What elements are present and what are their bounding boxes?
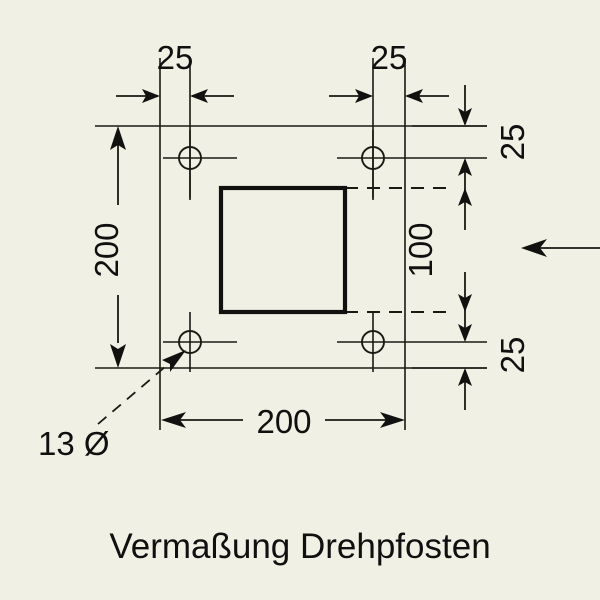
callout-hole-diameter: 13 Ø	[38, 350, 186, 462]
dim-label-top-left-25: 25	[157, 39, 194, 76]
drawing-title: Vermaßung Drehpfosten	[109, 527, 490, 566]
dimension-right-top-25: 25	[458, 85, 531, 198]
dimension-top-left-25: 25	[116, 39, 234, 103]
arrow-200-left-up	[110, 126, 126, 150]
arrow-100-up	[458, 188, 472, 206]
hole-top-left	[178, 146, 202, 170]
arrow-100-down	[458, 294, 472, 312]
hole-top-right	[361, 146, 385, 170]
dim-label-top-right-25: 25	[371, 39, 408, 76]
arrow-25-tl-right	[142, 89, 160, 103]
hidden-lines	[345, 187, 448, 313]
arrow-25-rb-up	[458, 368, 472, 386]
dimension-left-200: 200	[88, 126, 126, 368]
arrow-25-tr-right	[355, 89, 373, 103]
arrow-200-left-down	[110, 344, 126, 368]
dim-label-bottom-200: 200	[256, 403, 311, 440]
dim-label-left-200: 200	[88, 222, 125, 277]
dim-label-right-bottom-25: 25	[494, 337, 531, 374]
arrow-25-rt-up	[458, 158, 472, 176]
leader-line-13-diameter	[97, 360, 173, 425]
arrow-200-bottom-left	[161, 412, 186, 428]
dim-label-right-top-25: 25	[494, 124, 531, 161]
post-square-outline	[218, 185, 348, 315]
dimension-bottom-200: 200	[161, 403, 405, 440]
arrow-25-tl-left	[190, 89, 208, 103]
pointer-arrow-left-icon	[521, 239, 547, 257]
dim-label-hole-diameter: 13 Ø	[38, 425, 110, 462]
dimension-top-right-25: 25	[329, 39, 449, 103]
hole-group	[178, 146, 385, 354]
construction-lines	[95, 58, 487, 430]
arrow-25-rt-down	[458, 108, 472, 126]
arrow-25-rb-down	[458, 324, 472, 342]
arrow-25-tr-left	[405, 89, 423, 103]
arrow-200-bottom-right	[380, 412, 405, 428]
view-direction-pointer	[521, 239, 600, 257]
hole-bottom-right	[361, 330, 385, 354]
dimension-right-bottom-25: 25	[458, 300, 531, 410]
arrow-13-diameter	[162, 350, 186, 372]
hole-bottom-left	[178, 330, 202, 354]
dim-label-right-100: 100	[402, 222, 439, 277]
dimension-right-100: 100	[402, 188, 472, 312]
